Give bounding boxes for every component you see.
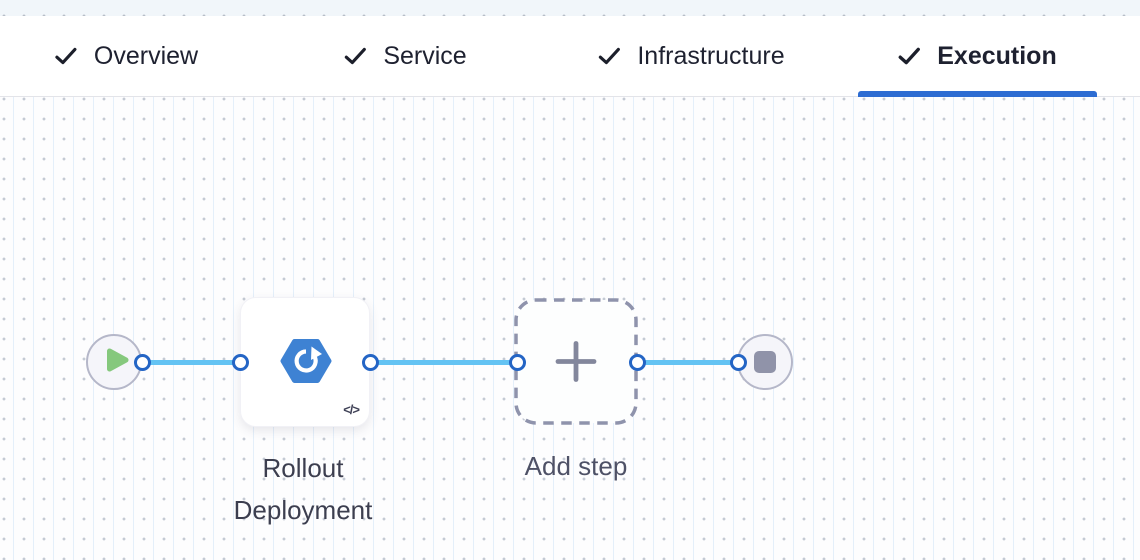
tab-execution[interactable]: Execution bbox=[897, 16, 1057, 96]
connector-port bbox=[628, 353, 646, 371]
tab-service[interactable]: Service bbox=[343, 16, 467, 96]
step-label-add-step: Add step bbox=[524, 451, 628, 481]
add-step-button[interactable] bbox=[514, 298, 638, 425]
pipeline-start-node[interactable] bbox=[86, 334, 142, 390]
code-icon: </> bbox=[343, 402, 360, 417]
tab-overview[interactable]: Overview bbox=[54, 16, 198, 96]
plus-icon bbox=[555, 341, 597, 382]
connector-port bbox=[729, 353, 747, 371]
connector-port bbox=[231, 353, 249, 371]
canvas-top-strip bbox=[0, 0, 1140, 16]
step-node-rollout-deployment[interactable]: </> bbox=[240, 297, 370, 427]
play-icon bbox=[86, 332, 142, 393]
connector-line bbox=[637, 359, 738, 365]
active-tab-underline bbox=[858, 91, 1097, 97]
check-icon bbox=[54, 44, 78, 68]
check-icon bbox=[597, 44, 621, 68]
connector-port bbox=[361, 353, 379, 371]
connector-line bbox=[142, 359, 240, 365]
pipeline-canvas[interactable]: </> Rollout Deployment Add step bbox=[0, 97, 1140, 560]
stop-icon bbox=[754, 351, 776, 373]
step-label-rollout-deployment: Rollout Deployment bbox=[233, 453, 373, 525]
check-icon bbox=[897, 44, 921, 68]
check-icon bbox=[343, 44, 367, 68]
connector-port bbox=[133, 353, 151, 371]
connector-line bbox=[370, 359, 517, 365]
tab-infrastructure[interactable]: Infrastructure bbox=[597, 16, 785, 96]
connector-port bbox=[508, 353, 526, 371]
rollout-hexagon-icon bbox=[280, 335, 332, 387]
tab-label: Infrastructure bbox=[637, 41, 785, 70]
tab-label: Service bbox=[383, 41, 467, 70]
pipeline-stage-tab-bar: Overview Service Infrastructure Executio… bbox=[0, 16, 1140, 97]
tab-label: Overview bbox=[93, 41, 199, 70]
tab-label: Execution bbox=[937, 41, 1057, 70]
